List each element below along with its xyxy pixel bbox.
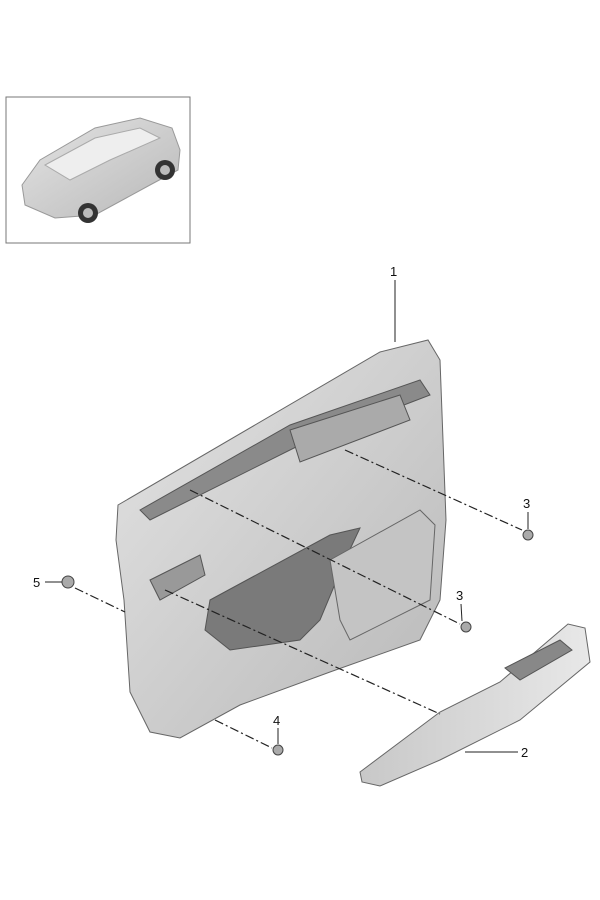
callout-3-upper: 3: [523, 496, 530, 511]
fastener-middle: [460, 621, 472, 633]
vehicle-thumbnail: [5, 96, 191, 244]
fastener-upper: [522, 529, 534, 541]
callout-4: 4: [273, 713, 280, 728]
callout-5: 5: [33, 575, 40, 590]
door-trim-panel: [115, 339, 447, 739]
callout-1: 1: [390, 264, 397, 279]
armrest-trim: [359, 623, 591, 787]
callout-3-middle: 3: [456, 588, 463, 603]
callout-2: 2: [521, 745, 528, 760]
clip: [61, 575, 75, 589]
assembly-lines: [74, 449, 523, 749]
fastener-lower: [272, 744, 284, 756]
